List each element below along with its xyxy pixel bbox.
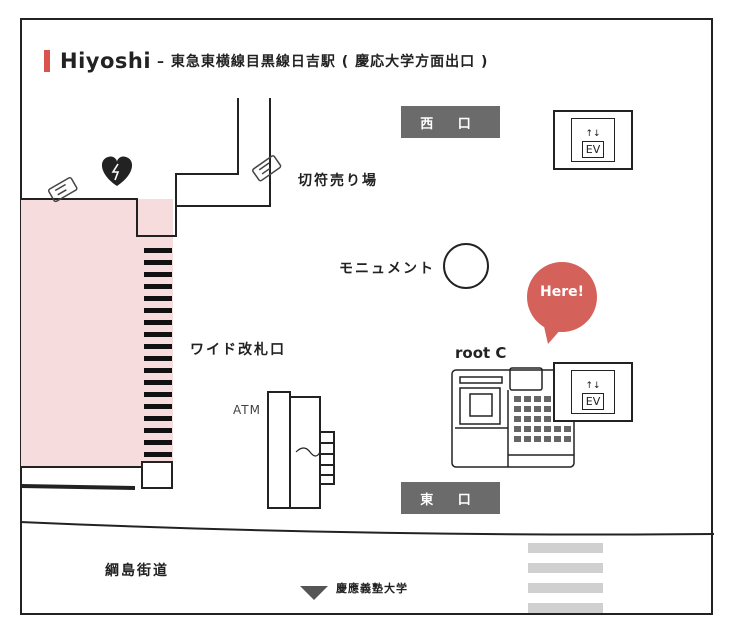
elevator-icon: ↑↓ EV (571, 118, 615, 162)
wide-gate-label: ワイド改札口 (190, 342, 286, 358)
elevator-arrows: ↑↓ (585, 129, 601, 139)
map-title: Hiyoshi – 東急東横線目黒線日吉駅 ( 慶応大学方面出口 ) (44, 48, 488, 74)
platform-wall-inner (176, 98, 271, 207)
ticket-hand-icon (47, 176, 78, 203)
heart-aed-icon (101, 156, 133, 186)
speech-bubble-icon (527, 262, 597, 344)
title-subtitle: – 東急東横線目黒線日吉駅 ( 慶応大学方面出口 ) (157, 54, 489, 70)
down-arrow-icon (300, 586, 328, 600)
road-edge (19, 521, 715, 536)
elevator-label: EV (581, 393, 605, 410)
keio-university-label: 慶應義塾大学 (336, 582, 408, 595)
elevator-label: EV (581, 141, 605, 158)
road-label: 綱島街道 (105, 563, 169, 579)
gate-post (141, 461, 173, 489)
root-c-label: root C (455, 344, 507, 362)
ticket-hand-icon (252, 155, 282, 182)
elevator-east: ↑↓ EV (553, 362, 633, 422)
atm-label: ATM (233, 403, 261, 417)
title-main: Hiyoshi (60, 49, 152, 73)
here-marker-label: Here! (540, 284, 584, 300)
monument-circle (443, 243, 489, 289)
elevator-icon: ↑↓ EV (571, 370, 615, 414)
atm-machine (267, 391, 335, 509)
west-exit-tag: 西 口 (401, 106, 500, 138)
platform-wall (21, 98, 239, 237)
elevator-west: ↑↓ EV (553, 110, 633, 170)
ticket-office-label: 切符売り場 (298, 173, 378, 189)
gate-thick-line (20, 484, 136, 490)
monument-label: モニュメント (339, 261, 435, 277)
east-exit-tag: 東 口 (401, 482, 500, 514)
crosswalk (528, 543, 603, 613)
title-accent-bar (44, 50, 50, 72)
elevator-arrows: ↑↓ (585, 381, 601, 391)
ticket-gates (144, 248, 172, 457)
